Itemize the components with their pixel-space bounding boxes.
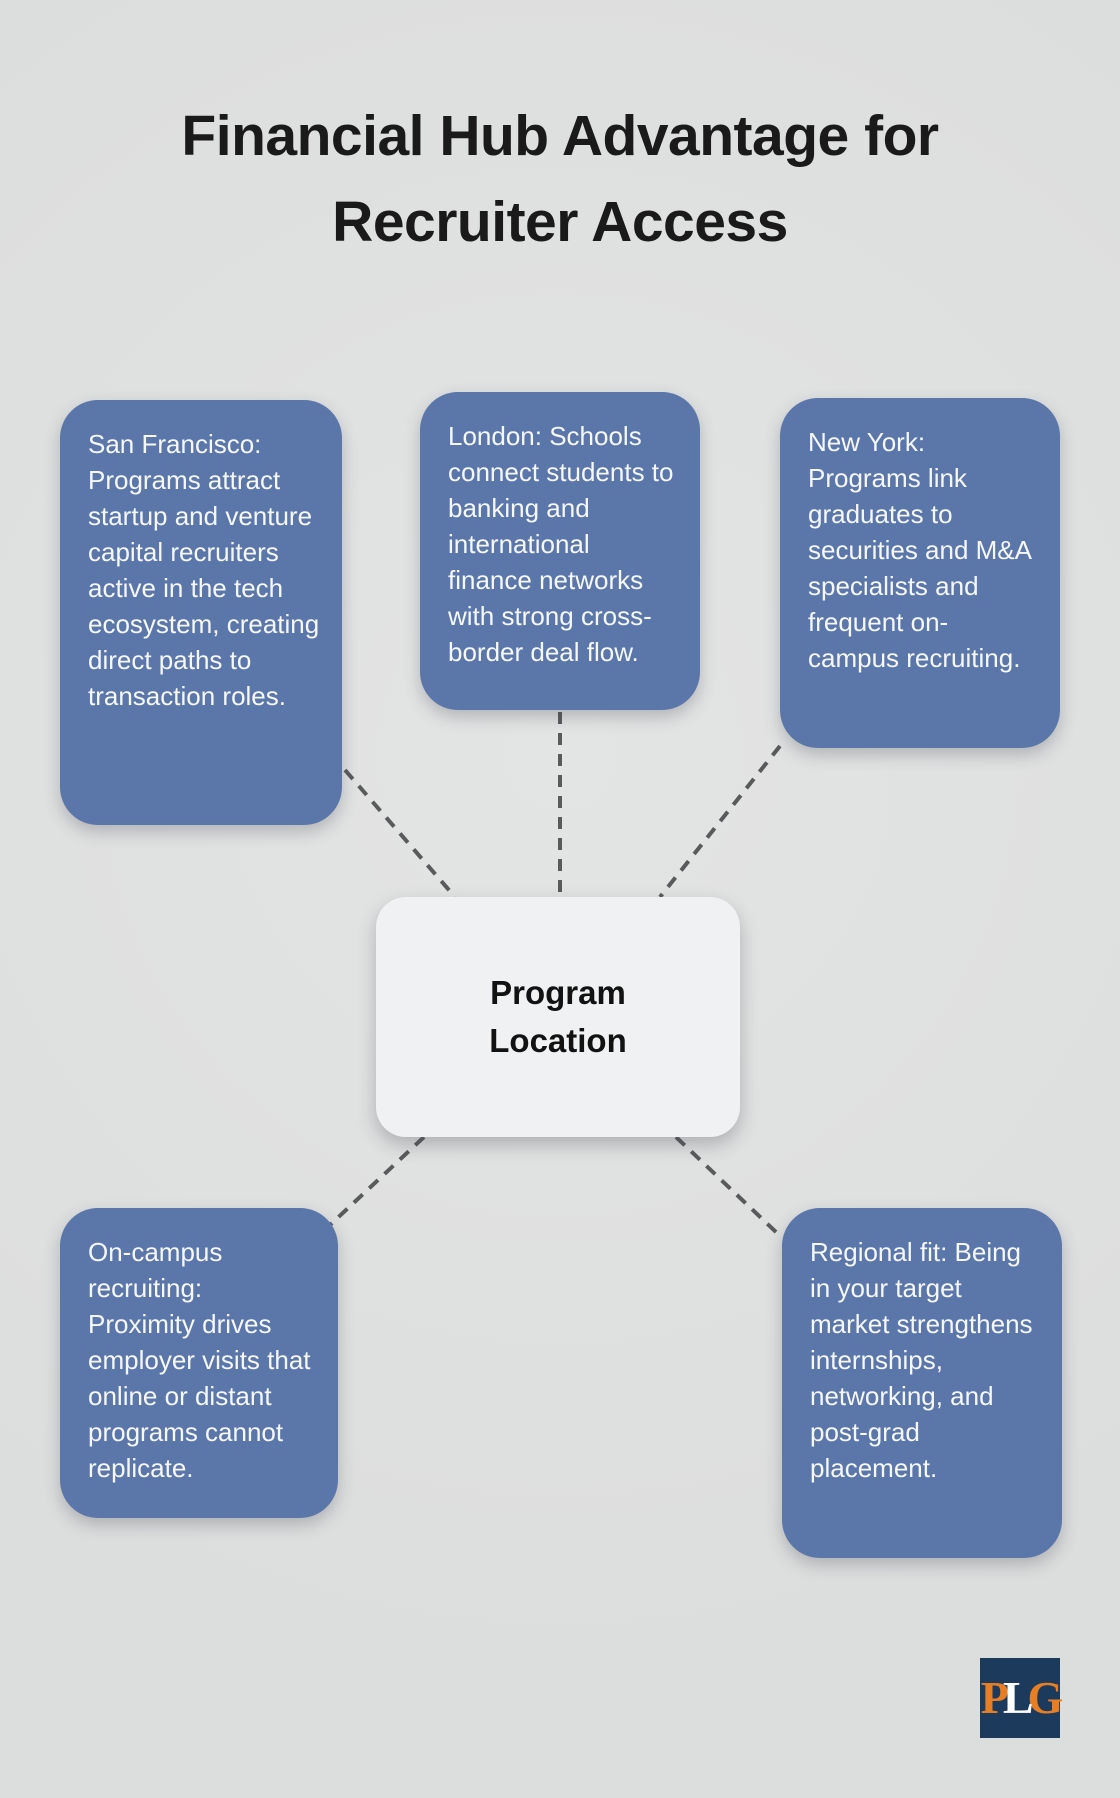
logo-letter-l: L [1002,1672,1034,1723]
connector-new-york [658,744,782,899]
node-regional-fit: Regional fit: Being in your target marke… [782,1208,1062,1558]
page-title-line-1: Financial Hub Advantage for [181,104,939,168]
program-location-label: Program Location [489,974,627,1059]
node-san-francisco: San Francisco: Programs attract startup … [60,400,342,825]
connector-san-francisco [343,768,457,899]
node-regional-fit-text: Regional fit: Being in your target marke… [810,1237,1033,1483]
node-london: London: Schools connect students to bank… [420,392,700,710]
logo-letter-g: G [1027,1672,1064,1723]
node-new-york: New York: Programs link graduates to sec… [780,398,1060,748]
connector-regional-fit [674,1135,779,1235]
connector-on-campus [328,1135,426,1227]
logo-letter-p: P [980,1672,1009,1723]
node-on-campus-text: On-campus recruiting: Proximity drives e… [88,1237,311,1483]
node-san-francisco-text: San Francisco: Programs attract startup … [88,429,320,711]
node-on-campus: On-campus recruiting: Proximity drives e… [60,1208,338,1518]
node-london-text: London: Schools connect students to bank… [448,421,674,667]
node-program-location: Program Location [376,897,740,1137]
page-title-line-2: Recruiter Access [332,189,788,254]
node-new-york-text: New York: Programs link graduates to sec… [808,427,1031,673]
